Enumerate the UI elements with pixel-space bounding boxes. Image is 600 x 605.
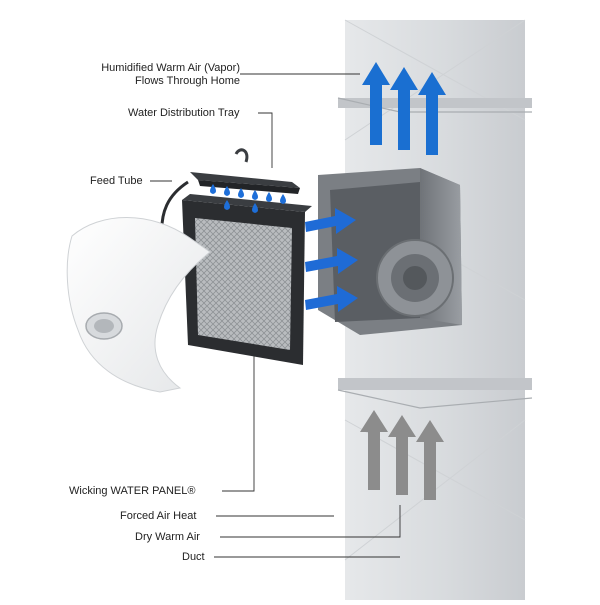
leader-lines	[150, 73, 401, 558]
forced-air-label: Forced Air Heat	[120, 510, 197, 522]
water-panel-label: Wicking WATER PANEL®	[69, 485, 196, 497]
vapor-arrows	[362, 62, 446, 155]
feed-tube-label: Feed Tube	[90, 175, 143, 187]
dry-air-arrows	[360, 410, 444, 500]
humidifier-housing	[318, 168, 462, 335]
water-panel	[182, 194, 312, 365]
front-cover	[66, 217, 211, 393]
vapor-label-line1: Humidified Warm Air (Vapor)	[101, 62, 240, 74]
vapor-label: Humidified Warm Air (Vapor) Flows Throug…	[30, 62, 240, 88]
water-drops	[210, 184, 286, 213]
duct-label: Duct	[182, 551, 205, 563]
flow-arrows	[305, 208, 358, 312]
water-tray	[190, 148, 300, 194]
dry-air-label: Dry Warm Air	[135, 531, 200, 543]
vapor-label-line2: Flows Through Home	[135, 75, 240, 87]
tray-label: Water Distribution Tray	[128, 107, 240, 119]
